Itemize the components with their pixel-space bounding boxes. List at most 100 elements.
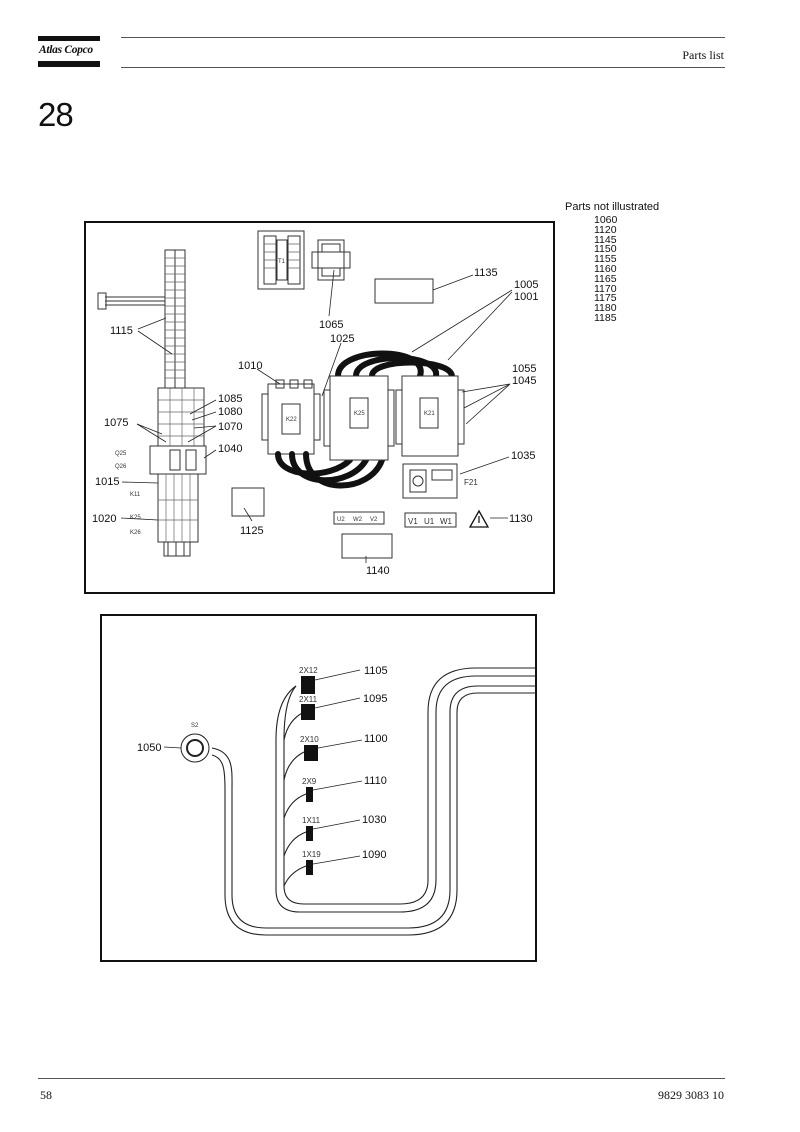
label-plate-1140 — [341, 533, 393, 559]
parts-not-illustrated-list: 1060 1120 1145 1150 1155 1160 1165 1170 … — [594, 214, 618, 324]
logo-text: Atlas Copco — [39, 44, 93, 56]
label-plate-1125 — [231, 487, 265, 517]
list-item: 1060 — [594, 214, 618, 226]
logo-bottom-bar — [38, 61, 100, 67]
list-item: 1155 — [594, 253, 617, 266]
list-item: 1185 — [594, 311, 617, 324]
parts-not-illustrated-heading: Parts not illustrated — [565, 201, 660, 213]
list-item: 1165 — [594, 272, 617, 285]
atlas-copco-logo: Atlas Copco — [38, 36, 100, 67]
header-rule-bottom — [121, 67, 725, 68]
callout-1020: 1020 — [92, 513, 116, 525]
header-title: Parts list — [682, 48, 724, 62]
connector-1x11 — [306, 826, 313, 841]
footer-rule — [38, 1078, 725, 1079]
marking-q26: Q26 — [115, 464, 127, 470]
marking-w1: W1 — [440, 517, 453, 526]
connector-label-2x11: 2X11 — [299, 695, 318, 704]
marking-f21: F21 — [464, 478, 478, 487]
callout-1110: 1110 — [364, 775, 387, 787]
marking-k26: K26 — [130, 530, 141, 536]
callout-1025: 1025 — [330, 333, 354, 345]
connector-label-1x19: 1X19 — [302, 850, 321, 859]
connector-label-2x12: 2X12 — [299, 666, 318, 675]
callout-1125: 1125 — [240, 525, 264, 537]
marking-w2: W2 — [353, 517, 363, 523]
relay-1065 — [311, 239, 351, 281]
callout-1135: 1135 — [474, 267, 498, 279]
callout-1140: 1140 — [366, 565, 390, 577]
document-number: 9829 3083 10 — [658, 1088, 724, 1102]
callout-1130: 1130 — [509, 513, 533, 525]
callout-1075: 1075 — [104, 417, 128, 429]
callout-1100: 1100 — [364, 733, 388, 745]
list-item: 1145 — [594, 233, 617, 246]
cable-harness — [211, 667, 536, 936]
connector-1x19 — [306, 860, 313, 875]
connector-label-1x11: 1X11 — [302, 816, 321, 825]
callout-1045: 1045 — [512, 375, 536, 387]
connector-2x12 — [301, 676, 315, 694]
callout-1040: 1040 — [218, 443, 242, 455]
list-item: 1120 — [594, 223, 617, 236]
list-item: 1175 — [594, 292, 617, 305]
label-plate-1135 — [374, 278, 434, 304]
logo-top-bar — [38, 36, 100, 41]
bottom-leader-lines — [163, 669, 363, 865]
callout-1015: 1015 — [95, 476, 119, 488]
terminal-strip-v1-u1-w1 — [404, 512, 457, 528]
list-item: 1150 — [594, 243, 617, 256]
connector-2x11 — [301, 704, 315, 720]
callout-1095: 1095 — [363, 693, 387, 705]
callout-1035: 1035 — [511, 450, 535, 462]
contactor-k21 — [395, 375, 465, 457]
marking-v1: V1 — [408, 517, 418, 526]
transformer-t1 — [257, 230, 305, 290]
switch-s2 — [180, 733, 210, 763]
callout-1001: 1001 — [514, 291, 538, 303]
top-diagram-frame — [84, 221, 555, 594]
bottom-diagram-frame — [100, 614, 537, 962]
marking-v2: V2 — [370, 517, 378, 523]
callout-1065: 1065 — [319, 319, 343, 331]
list-item: 1170 — [594, 282, 617, 295]
callout-1080: 1080 — [218, 406, 242, 418]
callout-1090: 1090 — [362, 849, 386, 861]
marking-q25: Q25 — [115, 451, 127, 457]
header-rule-top — [121, 37, 725, 38]
marking-k21: K21 — [424, 411, 435, 417]
marking-k25: K25 — [354, 411, 365, 417]
warning-triangle-icon — [468, 509, 490, 528]
section-number: 28 — [38, 96, 74, 133]
top-leader-lines — [120, 269, 513, 563]
marking-k11: K11 — [130, 492, 141, 498]
connector-2x9 — [306, 787, 313, 802]
marking-u2: U2 — [337, 517, 345, 523]
callout-1070: 1070 — [218, 421, 242, 433]
connector-label-2x9: 2X9 — [302, 777, 317, 786]
list-item: 1160 — [594, 262, 617, 275]
contactor-k25 — [323, 375, 395, 461]
callout-1010: 1010 — [238, 360, 262, 372]
marking-s2: S2 — [191, 723, 199, 729]
callout-1005: 1005 — [514, 279, 538, 291]
callout-1115: 1115 — [110, 325, 133, 337]
power-cables — [275, 350, 455, 489]
marking-u1: U1 — [424, 517, 435, 526]
connector-2x10 — [304, 745, 318, 761]
overload-relay-f21 — [402, 463, 458, 499]
marking-k25-rail: K25 — [130, 515, 141, 521]
callout-1085: 1085 — [218, 393, 242, 405]
list-item: 1180 — [594, 302, 617, 315]
marking-k22: K22 — [286, 417, 297, 423]
callout-1055: 1055 — [512, 363, 536, 375]
callout-1105: 1105 — [364, 665, 388, 677]
terminal-strip-u2-w2-v2 — [333, 511, 385, 525]
terminal-rail — [97, 249, 207, 557]
callout-1030: 1030 — [362, 814, 386, 826]
callout-1050: 1050 — [137, 742, 161, 754]
page-number: 58 — [40, 1088, 52, 1102]
connector-label-2x10: 2X10 — [300, 735, 319, 744]
marking-t1: T1 — [278, 259, 286, 265]
